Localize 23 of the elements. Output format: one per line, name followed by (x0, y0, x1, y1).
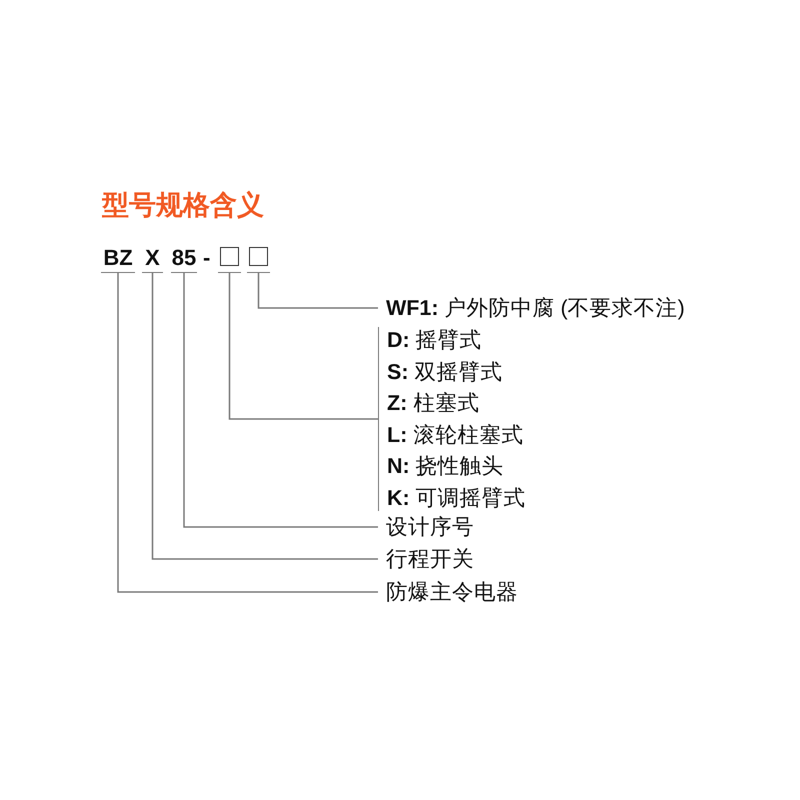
option-text: N: 挠性触头 (387, 453, 505, 480)
underlined-code: 85 (171, 246, 197, 273)
option-bracket (378, 327, 526, 511)
option-text: S: 双摇臂式 (387, 358, 504, 385)
option-text: Z: 柱塞式 (387, 390, 480, 416)
leader-line (152, 273, 378, 560)
underlined-code: X (142, 246, 163, 273)
leader-line (228, 273, 378, 420)
option-text: K: 可调摇臂式 (387, 484, 526, 511)
hyphen-text: - (203, 246, 210, 270)
empty-box (247, 246, 270, 273)
meaning-text: 行程开关 (378, 546, 474, 572)
meaning-text: 防爆主令电器 (378, 579, 518, 605)
meaning-text: 设计序号 (378, 514, 474, 540)
option-text: D: 摇臂式 (387, 327, 483, 353)
option-text: L: 滚轮柱塞式 (387, 422, 524, 448)
underlined-code: BZ (101, 246, 135, 273)
title: 型号规格含义 (102, 190, 264, 222)
leader-line (117, 273, 378, 593)
meaning-text: WF1: 户外防中腐 (不要求不注) (378, 295, 685, 321)
leader-line (183, 273, 378, 528)
empty-box (218, 246, 241, 273)
leader-line (258, 273, 378, 309)
